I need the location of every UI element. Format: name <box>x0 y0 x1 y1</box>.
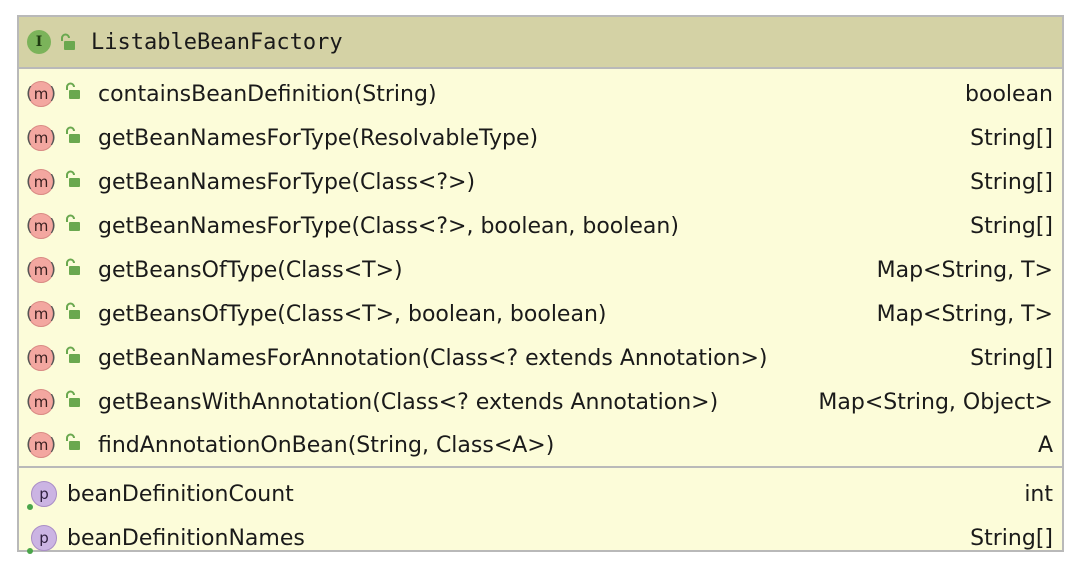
method-icon: (m) <box>26 125 56 151</box>
method-return-type: String[] <box>970 213 1053 239</box>
method-signature: getBeansWithAnnotation(Class<? extends A… <box>98 389 719 415</box>
method-return-type: A <box>1037 432 1053 458</box>
property-row: p beanDefinitionCount int <box>19 472 1062 516</box>
public-unlocked-icon <box>64 125 84 151</box>
method-signature: containsBeanDefinition(String) <box>98 81 437 107</box>
property-name: beanDefinitionCount <box>67 481 294 507</box>
method-row: (m) getBeanNamesForType(ResolvableType) St… <box>19 116 1062 160</box>
method-row: (m) containsBeanDefinition(String) boolean <box>19 72 1062 116</box>
methods-section: (m) containsBeanDefinition(String) boolean… <box>19 69 1062 468</box>
method-icon: (m) <box>26 432 56 458</box>
method-row: (m) findAnnotationOnBean(String, Class<A>… <box>19 424 1062 466</box>
property-icon: p <box>27 525 57 554</box>
method-signature: getBeanNamesForType(Class<?>, boolean, b… <box>98 213 679 239</box>
method-row: (m) getBeanNamesForType(Class<?>, boolean… <box>19 204 1062 248</box>
public-unlocked-icon <box>64 389 84 415</box>
method-icon: (m) <box>26 345 56 371</box>
interface-icon: I <box>27 30 51 54</box>
method-row: (m) getBeansWithAnnotation(Class<? extend… <box>19 380 1062 424</box>
public-unlocked-icon <box>64 301 84 327</box>
public-unlocked-icon <box>64 345 84 371</box>
class-header: I ListableBeanFactory <box>19 17 1062 69</box>
public-unlocked-icon <box>64 213 84 239</box>
method-row: (m) getBeansOfType(Class<T>) Map<String, T… <box>19 248 1062 292</box>
interface-name: ListableBeanFactory <box>91 29 343 55</box>
method-icon: (m) <box>26 301 56 327</box>
method-icon: (m) <box>26 81 56 107</box>
method-row: (m) getBeansOfType(Class<T>, boolean, boo… <box>19 292 1062 336</box>
public-unlocked-icon <box>64 257 84 283</box>
property-name: beanDefinitionNames <box>67 525 305 551</box>
property-type: int <box>1024 481 1053 507</box>
method-return-type: String[] <box>970 345 1053 371</box>
method-return-type: Map<String, T> <box>876 257 1053 283</box>
method-return-type: String[] <box>970 169 1053 195</box>
unlocked-padlock-icon <box>61 33 75 50</box>
method-signature: getBeanNamesForType(ResolvableType) <box>98 125 539 151</box>
method-row: (m) getBeanNamesForAnnotation(Class<? ext… <box>19 336 1062 380</box>
uml-class-box: I ListableBeanFactory (m) containsBeanDef… <box>17 15 1064 554</box>
property-row: p beanDefinitionNames String[] <box>19 516 1062 560</box>
property-type: String[] <box>970 525 1053 551</box>
public-unlocked-icon <box>64 81 84 107</box>
method-signature: getBeanNamesForAnnotation(Class<? extend… <box>98 345 768 371</box>
method-signature: getBeansOfType(Class<T>) <box>98 257 403 283</box>
method-icon: (m) <box>26 257 56 283</box>
public-unlocked-icon <box>64 169 84 195</box>
method-return-type: String[] <box>970 125 1053 151</box>
method-signature: getBeansOfType(Class<T>, boolean, boolea… <box>98 301 607 327</box>
method-signature: findAnnotationOnBean(String, Class<A>) <box>98 432 555 458</box>
method-signature: getBeanNamesForType(Class<?>) <box>98 169 476 195</box>
method-icon: (m) <box>26 169 56 195</box>
public-unlocked-icon <box>64 432 84 458</box>
method-return-type: Map<String, T> <box>876 301 1053 327</box>
method-icon: (m) <box>26 213 56 239</box>
method-return-type: Map<String, Object> <box>818 389 1053 415</box>
method-row: (m) getBeanNamesForType(Class<?>) String[] <box>19 160 1062 204</box>
method-icon: (m) <box>26 389 56 415</box>
property-icon: p <box>27 481 57 510</box>
method-return-type: boolean <box>965 81 1053 107</box>
properties-section: p beanDefinitionCount int p beanDefinitionNa… <box>19 468 1062 560</box>
